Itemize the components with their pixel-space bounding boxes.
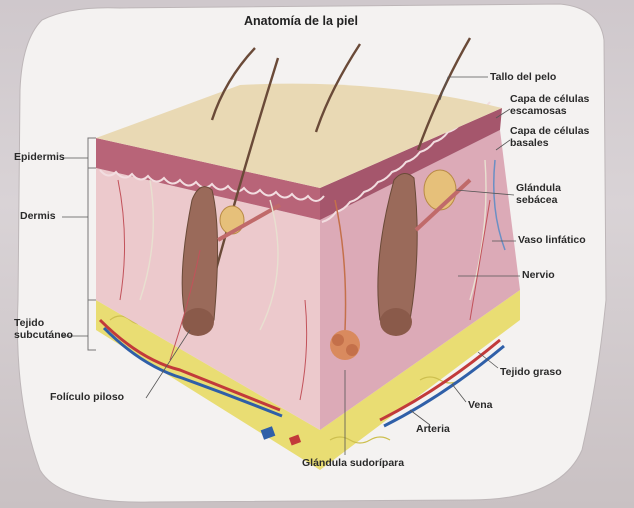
- label-tejido-subcutaneo-1: Tejido: [14, 318, 44, 329]
- label-capa-escamosas-1: Capa de células: [510, 94, 589, 105]
- sebaceous-gland-left: [220, 206, 244, 234]
- label-tejido-subcutaneo-2: subcutáneo: [14, 330, 73, 341]
- label-glandula-sebacea-1: Glándula: [516, 183, 561, 194]
- label-glandula-sudoripara: Glándula sudorípara: [302, 458, 404, 469]
- hair-bulb-left: [182, 308, 214, 336]
- label-tejido-graso: Tejido graso: [500, 367, 562, 378]
- label-glandula-sebacea-2: sebácea: [516, 195, 557, 206]
- label-dermis: Dermis: [20, 211, 56, 222]
- label-vena: Vena: [468, 400, 493, 411]
- hair-bulb-right: [380, 308, 412, 336]
- diagram-title: Anatomía de la piel: [244, 16, 358, 27]
- sebaceous-gland-right: [424, 170, 456, 210]
- label-capa-escamosas-2: escamosas: [510, 106, 567, 117]
- label-vaso-linfatico: Vaso linfático: [518, 235, 586, 246]
- label-capa-basales-1: Capa de células: [510, 126, 589, 137]
- label-epidermis: Epidermis: [14, 152, 65, 163]
- label-arteria: Arteria: [416, 424, 450, 435]
- label-tallo-del-pelo: Tallo del pelo: [490, 72, 556, 83]
- label-foliculo-piloso: Folículo piloso: [50, 392, 124, 403]
- label-nervio: Nervio: [522, 270, 555, 281]
- label-capa-basales-2: basales: [510, 138, 549, 149]
